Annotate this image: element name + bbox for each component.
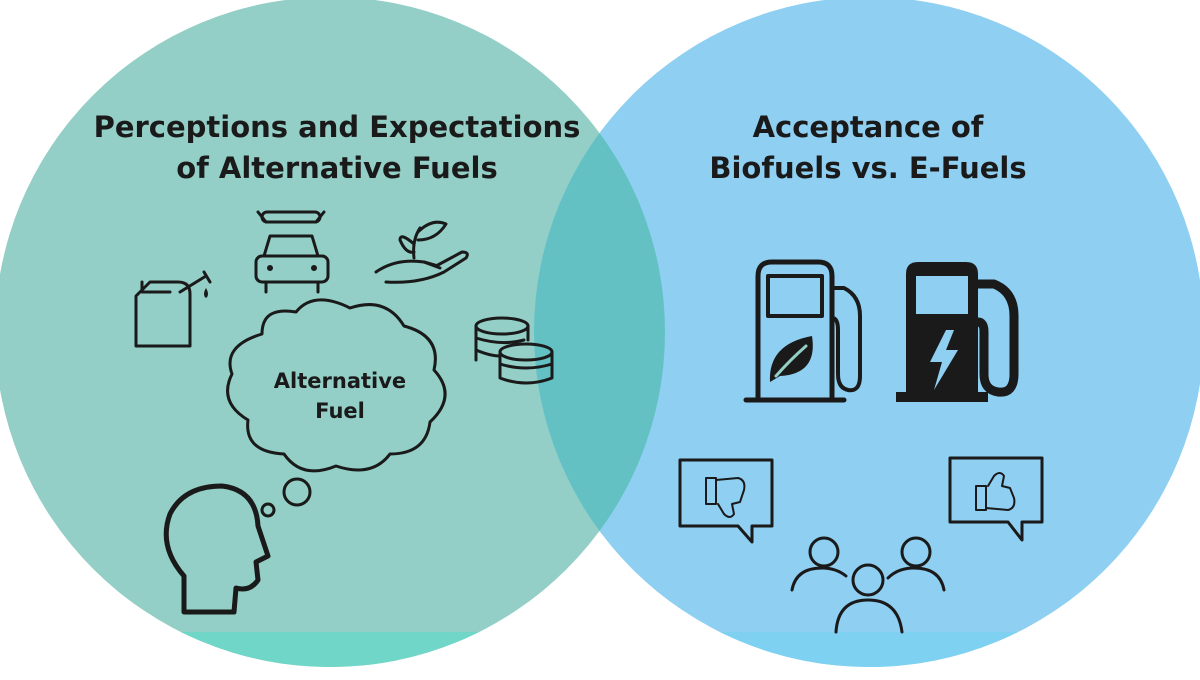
thumbs-up-bubble-icon [948,456,1044,542]
left-circle [0,0,665,667]
head-profile-icon [163,483,271,615]
thumbs-down-bubble-icon [678,458,774,544]
right-title-line1: Acceptance of [753,110,984,144]
left-title-line1: Perceptions and Expectations [94,110,581,144]
right-title-line2: Biofuels vs. E-Fuels [709,151,1026,185]
cloud-label-line2: Fuel [315,399,365,423]
hand-plant-icon [374,220,469,284]
car-repair-icon [254,210,330,294]
thought-cloud-icon [226,298,447,518]
left-bottom-band [0,632,665,667]
people-group-icon [790,536,946,634]
biofuel-pump-icon [743,259,862,403]
cloud-label-line1: Alternative [274,369,406,393]
fuel-canister-icon [134,270,212,348]
left-title-line2: of Alternative Fuels [176,151,497,185]
coins-icon [474,316,554,385]
right-bottom-band [600,632,1200,667]
electric-pump-icon [896,262,1019,402]
right-circle [534,0,1200,667]
